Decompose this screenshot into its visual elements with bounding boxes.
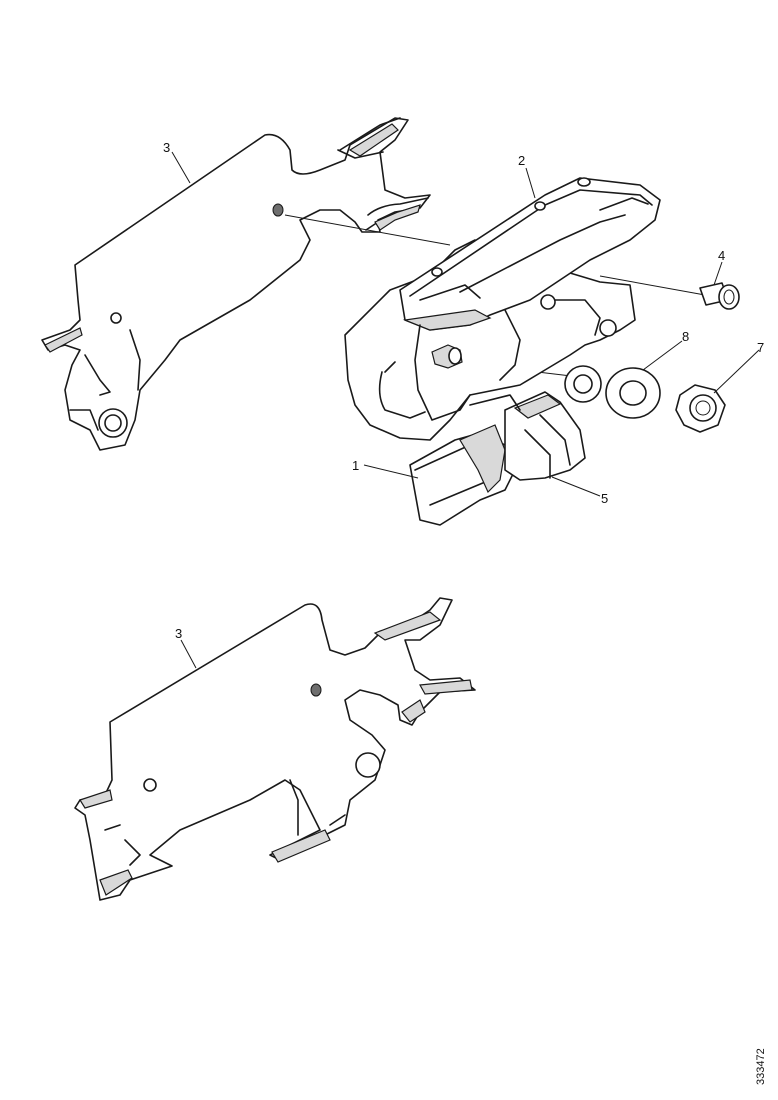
washer-part — [605, 367, 661, 419]
main-assembly — [344, 177, 661, 526]
bolt-part — [699, 282, 740, 310]
upper-heat-shield — [41, 117, 431, 451]
callout-leaders — [171, 151, 760, 669]
callout-label-5: 5 — [601, 491, 608, 506]
callout-label-2: 2 — [518, 153, 525, 168]
callout-label-4: 4 — [718, 248, 725, 263]
assembly-leader-line — [284, 214, 451, 246]
lower-heat-shield — [74, 597, 476, 901]
drawing-code: 333472 — [755, 1048, 767, 1085]
bolt-leader-line — [599, 275, 706, 296]
callout-label-3-upper: 3 — [163, 140, 170, 155]
callout-label-7: 7 — [757, 340, 764, 355]
nut-part — [675, 384, 726, 433]
callout-label-8: 8 — [682, 329, 689, 344]
callout-label-3-lower: 3 — [175, 626, 182, 641]
callout-label-1: 1 — [352, 458, 359, 473]
